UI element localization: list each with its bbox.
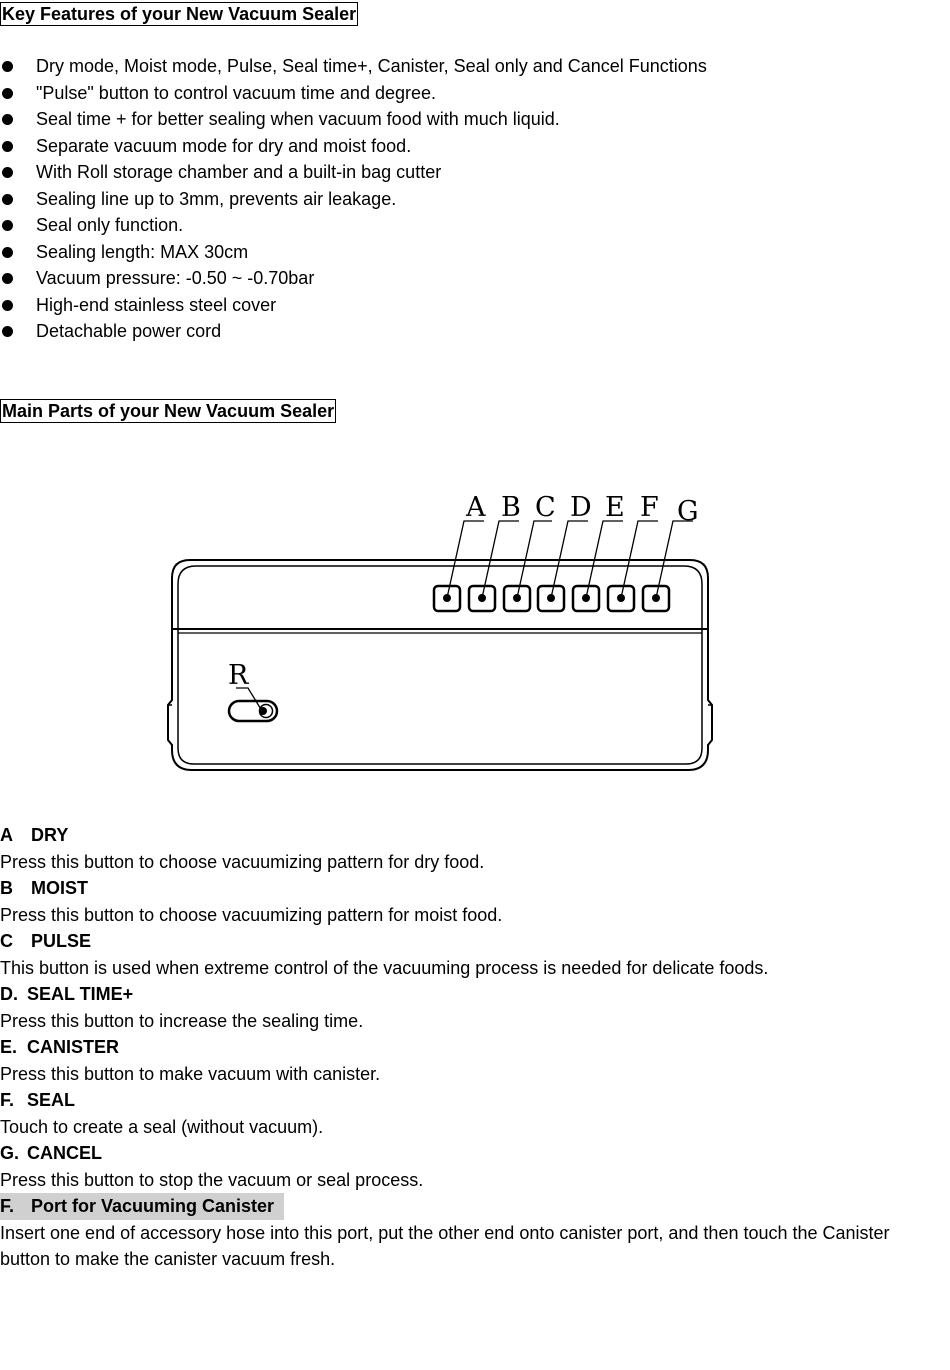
part-title-f: F.SEAL (0, 1090, 76, 1110)
bullet-icon (2, 61, 13, 72)
part-desc-c: This button is used when extreme control… (0, 957, 769, 978)
callout-label-g: G (677, 496, 699, 527)
part-title-d: D.SEAL TIME+ (0, 984, 134, 1004)
button-g-icon (641, 584, 671, 613)
list-item: Sealing length: MAX 30cm (0, 239, 930, 266)
part-desc-f: Touch to create a seal (without vacuum). (0, 1116, 324, 1137)
list-item: Detachable power cord (0, 318, 930, 345)
bullet-icon (2, 246, 13, 258)
list-item: Seal only function. (0, 212, 930, 239)
bullet-icon (2, 140, 13, 152)
list-item: Separate vacuum mode for dry and moist f… (0, 133, 930, 160)
bullet-icon (2, 220, 13, 231)
part-desc-b: Press this button to choose vacuumizing … (0, 904, 503, 925)
port-desc: Insert one end of accessory hose into th… (0, 1222, 890, 1270)
button-f-icon (606, 584, 636, 613)
callout-label-b: B (501, 492, 521, 523)
port-title: F.Port for Vacuuming Canister (0, 1193, 930, 1220)
bullet-icon (2, 193, 13, 205)
callout-label-d: D (570, 492, 592, 523)
list-item: High-end stainless steel cover (0, 292, 930, 319)
bullet-icon (2, 167, 13, 178)
bullet-icon (2, 299, 13, 311)
part-desc-d: Press this button to increase the sealin… (0, 1010, 364, 1031)
part-desc-g: Press this button to stop the vacuum or … (0, 1169, 424, 1190)
features-heading: Key Features of your New Vacuum Sealer (0, 2, 359, 26)
part-desc-a: Press this button to choose vacuumizing … (0, 851, 485, 872)
callout-label-a: A (465, 492, 486, 523)
button-b-icon (467, 584, 497, 613)
list-item: Dry mode, Moist mode, Pulse, Seal time+,… (0, 53, 930, 80)
canister-port-icon (227, 687, 279, 723)
callout-label-e: E (605, 492, 625, 523)
part-title-e: E.CANISTER (0, 1037, 120, 1057)
list-item: With Roll storage chamber and a built-in… (0, 159, 930, 186)
button-e-icon (571, 584, 601, 613)
button-d-icon (536, 584, 566, 613)
part-desc-e: Press this button to make vacuum with ca… (0, 1063, 381, 1084)
callout-label-c: C (535, 492, 556, 523)
list-item: Sealing line up to 3mm, prevents air lea… (0, 186, 930, 213)
list-item: Seal time + for better sealing when vacu… (0, 106, 930, 133)
parts-heading: Main Parts of your New Vacuum Sealer (0, 399, 337, 423)
bullet-icon (2, 326, 13, 337)
features-list: Dry mode, Moist mode, Pulse, Seal time+,… (0, 53, 930, 345)
list-item: Vacuum pressure: -0.50 ~ -0.70bar (0, 265, 930, 292)
bullet-icon (2, 114, 13, 125)
bullet-icon (2, 273, 13, 284)
vacuum-sealer-diagram: A B C D E F G R (167, 492, 713, 771)
button-a-icon (432, 584, 462, 613)
part-title-g: G.CANCEL (0, 1143, 102, 1163)
button-c-icon (502, 584, 532, 613)
list-item: "Pulse" button to control vacuum time an… (0, 80, 930, 107)
callout-label-f: F (640, 492, 659, 523)
sealer-body-outline (167, 559, 713, 771)
bullet-icon (2, 87, 13, 99)
callout-label-r: R (228, 660, 249, 691)
